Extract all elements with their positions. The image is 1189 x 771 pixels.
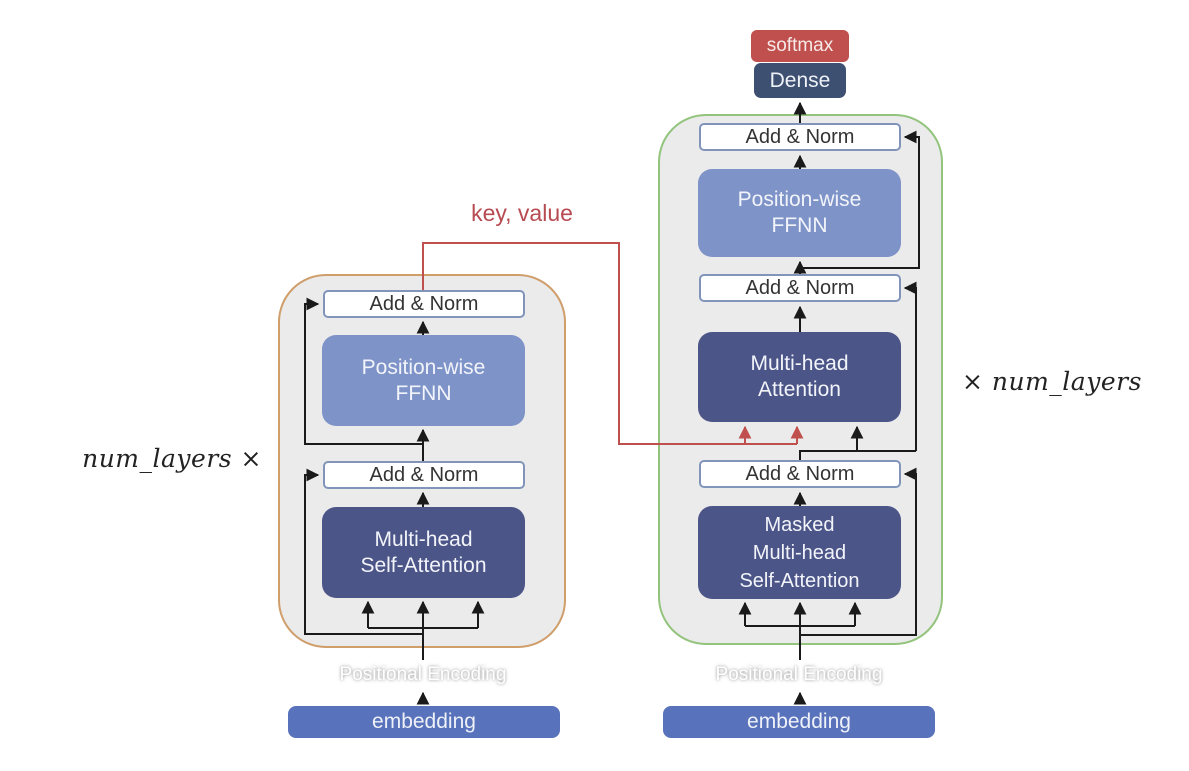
decoder-positional-encoding-bar: Positional Encoding — [715, 664, 883, 685]
encoder-embedding-bar: embedding — [288, 706, 560, 738]
encoder-add-norm-top: Add & Norm — [323, 290, 525, 318]
decoder-ffnn-block: Position-wise FFNN — [698, 169, 901, 257]
decoder-num-layers-label: × num_layers — [962, 367, 1142, 396]
encoder-positional-encoding-bar: Positional Encoding — [339, 664, 507, 685]
decoder-add-norm-middle: Add & Norm — [699, 274, 901, 302]
decoder-masked-self-attention-block: Masked Multi-head Self-Attention — [698, 506, 901, 599]
decoder-add-norm-bottom: Add & Norm — [699, 460, 901, 488]
encoder-ffnn-block: Position-wise FFNN — [322, 335, 525, 426]
decoder-embedding-bar: embedding — [663, 706, 935, 738]
decoder-softmax-block: softmax — [751, 30, 849, 62]
decoder-add-norm-top: Add & Norm — [699, 123, 901, 151]
encoder-self-attention-block: Multi-head Self-Attention — [322, 507, 525, 598]
encoder-add-norm-bottom: Add & Norm — [323, 461, 525, 489]
decoder-cross-attention-block: Multi-head Attention — [698, 332, 901, 422]
key-value-label: key, value — [471, 200, 573, 226]
decoder-dense-block: Dense — [754, 63, 846, 98]
encoder-num-layers-label: num_layers × — [82, 444, 262, 473]
